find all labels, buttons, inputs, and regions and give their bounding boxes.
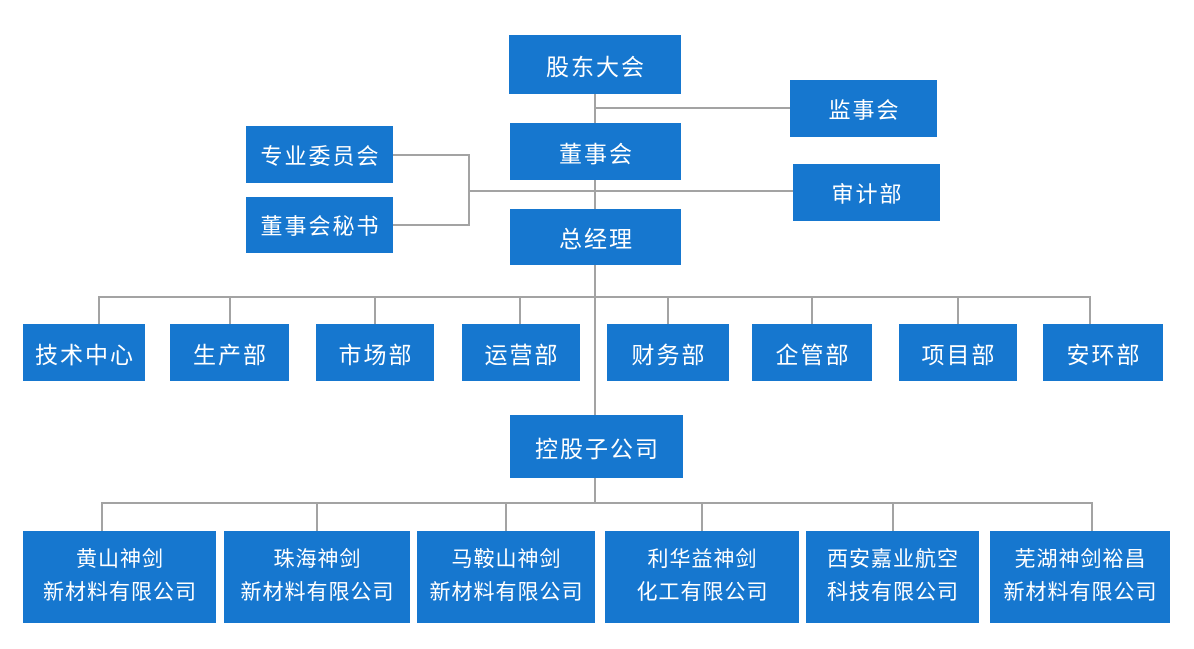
subsidiary-name-line1: 利华益神剑 bbox=[647, 548, 758, 572]
node-subsidiary-wuhu-yuchang: 芜湖神剑裕昌 新材料有限公司 bbox=[990, 531, 1170, 623]
node-special-committee: 专业委员会 bbox=[246, 126, 393, 183]
node-dept-finance: 财务部 bbox=[607, 324, 729, 381]
node-supervisory-board: 监事会 bbox=[790, 80, 937, 137]
node-holding-subsidiaries: 控股子公司 bbox=[510, 415, 683, 478]
node-dept-safety-environment: 安环部 bbox=[1043, 324, 1163, 381]
node-dept-enterprise-management: 企管部 bbox=[752, 324, 872, 381]
subsidiary-name-line2: 新材料有限公司 bbox=[1003, 581, 1158, 604]
node-dept-technology-center: 技术中心 bbox=[23, 324, 145, 381]
node-subsidiary-maanshan: 马鞍山神剑 新材料有限公司 bbox=[417, 531, 595, 623]
node-subsidiary-xian-jiaye: 西安嘉业航空 科技有限公司 bbox=[806, 531, 979, 623]
node-board-secretary: 董事会秘书 bbox=[246, 197, 393, 253]
subsidiary-name-line1: 西安嘉业航空 bbox=[827, 548, 959, 572]
node-dept-marketing: 市场部 bbox=[316, 324, 434, 381]
node-general-manager: 总经理 bbox=[510, 209, 681, 265]
node-dept-operations: 运营部 bbox=[462, 324, 580, 381]
subsidiary-name-line1: 马鞍山神剑 bbox=[451, 548, 562, 572]
subsidiary-name-line1: 黄山神剑 bbox=[76, 548, 164, 572]
node-dept-production: 生产部 bbox=[170, 324, 289, 381]
node-subsidiary-zhuhai: 珠海神剑 新材料有限公司 bbox=[224, 531, 410, 623]
subsidiary-name-line2: 新材料有限公司 bbox=[429, 581, 584, 604]
node-subsidiary-huangshan: 黄山神剑 新材料有限公司 bbox=[23, 531, 216, 623]
node-shareholders-meeting: 股东大会 bbox=[509, 35, 681, 94]
subsidiary-name-line1: 珠海神剑 bbox=[273, 548, 362, 572]
subsidiary-name-line2: 科技有限公司 bbox=[827, 581, 959, 604]
subsidiary-name-line2: 新材料有限公司 bbox=[240, 581, 395, 604]
node-dept-project: 项目部 bbox=[899, 324, 1017, 381]
subsidiary-name-line2: 新材料有限公司 bbox=[43, 581, 197, 604]
subsidiary-name-line2: 化工有限公司 bbox=[636, 581, 769, 604]
node-audit-department: 审计部 bbox=[793, 164, 940, 221]
node-subsidiary-lihuayi: 利华益神剑 化工有限公司 bbox=[605, 531, 799, 623]
node-board-of-directors: 董事会 bbox=[510, 123, 681, 180]
subsidiary-name-line1: 芜湖神剑裕昌 bbox=[1014, 548, 1147, 572]
